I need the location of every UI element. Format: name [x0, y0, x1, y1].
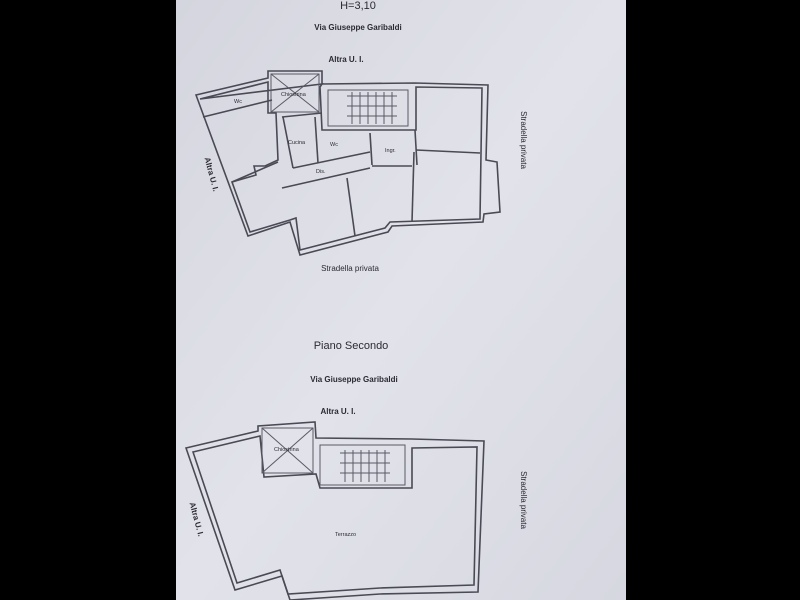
- room-label-ingresso: Ingr.: [385, 148, 396, 154]
- room-label-chiostrina-2: Chiostrina: [274, 447, 300, 453]
- street-label-bottom: Stradella privata: [321, 264, 379, 273]
- street-label-right: Stradella privata: [519, 111, 528, 169]
- height-note: H=3,10: [340, 0, 376, 12]
- floor-plan-first: H=3,10 Via Giuseppe Garibaldi Altra U. I…: [194, 0, 528, 273]
- plan-title: Piano Secondo: [314, 340, 389, 352]
- neighbor-label-top-2: Altra U. I.: [320, 407, 355, 416]
- floor-plan-second: Piano Secondo Via Giuseppe Garibaldi Alt…: [184, 340, 528, 600]
- room-label-chiostrina: Chiostrina: [281, 92, 307, 98]
- room-label-wc: Wc: [234, 99, 242, 105]
- neighbor-label-top: Altra U. I.: [328, 55, 363, 64]
- paper-sheet: [176, 0, 626, 600]
- street-label-top: Via Giuseppe Garibaldi: [314, 23, 401, 32]
- room-label-wc-2: Wc: [330, 142, 338, 148]
- staircase-first: [347, 92, 397, 124]
- street-label-top-2: Via Giuseppe Garibaldi: [310, 375, 397, 384]
- room-label-disimpegno: Dis.: [316, 169, 326, 175]
- street-label-right-2: Stradella privata: [519, 471, 528, 529]
- room-label-terrazzo: Terrazzo: [335, 532, 356, 538]
- room-label-cucina: Cucina: [288, 140, 306, 146]
- staircase-second: [340, 450, 390, 482]
